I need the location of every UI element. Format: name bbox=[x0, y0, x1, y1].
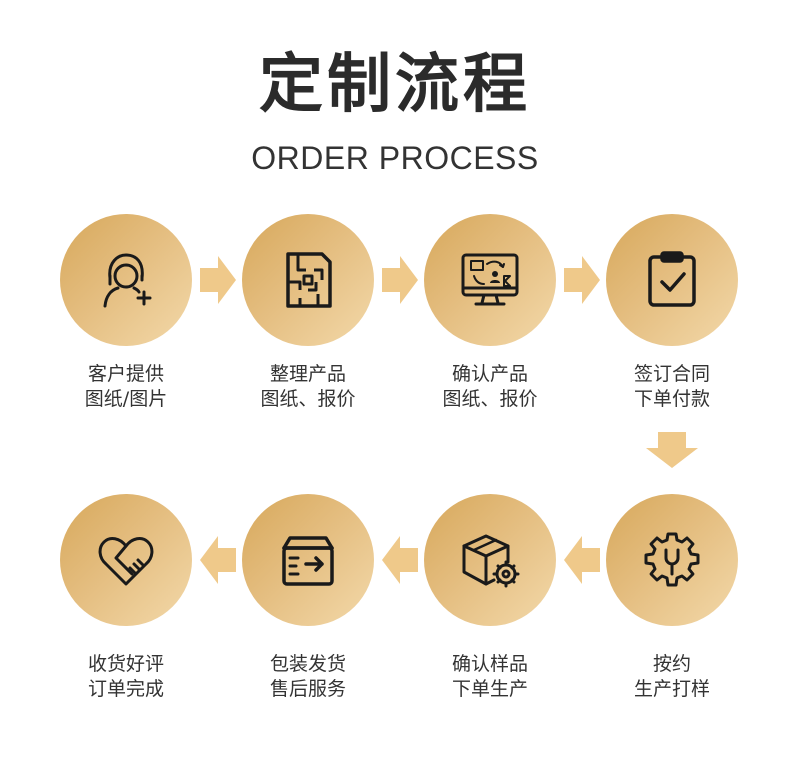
arrow-left-3 bbox=[200, 536, 236, 584]
arrow-down bbox=[646, 432, 698, 468]
step-5-label: 按约 生产打样 bbox=[633, 653, 710, 700]
monitor-confirm-icon bbox=[461, 253, 519, 306]
step-1-circle bbox=[60, 214, 192, 346]
arrow-right-icon bbox=[564, 256, 600, 304]
step-6-circle bbox=[424, 494, 556, 626]
gear-icon bbox=[644, 532, 700, 587]
clipboard-check-icon bbox=[648, 251, 696, 307]
step-4-circle bbox=[606, 214, 738, 346]
arrow-left-icon bbox=[382, 536, 418, 584]
step-2-label: 整理产品 图纸、报价 bbox=[260, 363, 356, 410]
step-8-circle bbox=[60, 494, 192, 626]
step-1-label: 客户提供 图纸/图片 bbox=[84, 363, 168, 410]
step-4-label: 签订合同 下单付款 bbox=[633, 363, 710, 410]
step-6-label: 确认样品 下单生产 bbox=[451, 653, 528, 700]
arrow-down-icon bbox=[646, 432, 698, 468]
blueprint-icon bbox=[286, 252, 332, 308]
step-7-circle bbox=[242, 494, 374, 626]
step-7-label: 包装发货 售后服务 bbox=[269, 653, 346, 700]
customer-service-icon bbox=[103, 253, 152, 308]
arrow-right-icon bbox=[382, 256, 418, 304]
heart-handshake-icon bbox=[98, 537, 154, 586]
step-5-circle bbox=[606, 494, 738, 626]
arrow-right-1 bbox=[200, 256, 236, 304]
step-3-label: 确认产品 图纸、报价 bbox=[442, 363, 538, 410]
arrow-right-3 bbox=[564, 256, 600, 304]
delivery-box-icon bbox=[282, 536, 334, 586]
arrow-left-icon bbox=[200, 536, 236, 584]
page-title: 定制流程 bbox=[259, 48, 531, 122]
step-2-circle bbox=[242, 214, 374, 346]
arrow-left-icon bbox=[564, 536, 600, 584]
box-gear-icon bbox=[462, 534, 520, 588]
step-3-circle bbox=[424, 214, 556, 346]
arrow-right-2 bbox=[382, 256, 418, 304]
arrow-left-1 bbox=[564, 536, 600, 584]
page-subtitle: ORDER PROCESS bbox=[251, 140, 539, 176]
arrow-left-2 bbox=[382, 536, 418, 584]
arrow-right-icon bbox=[200, 256, 236, 304]
step-8-label: 收货好评 订单完成 bbox=[87, 653, 164, 700]
